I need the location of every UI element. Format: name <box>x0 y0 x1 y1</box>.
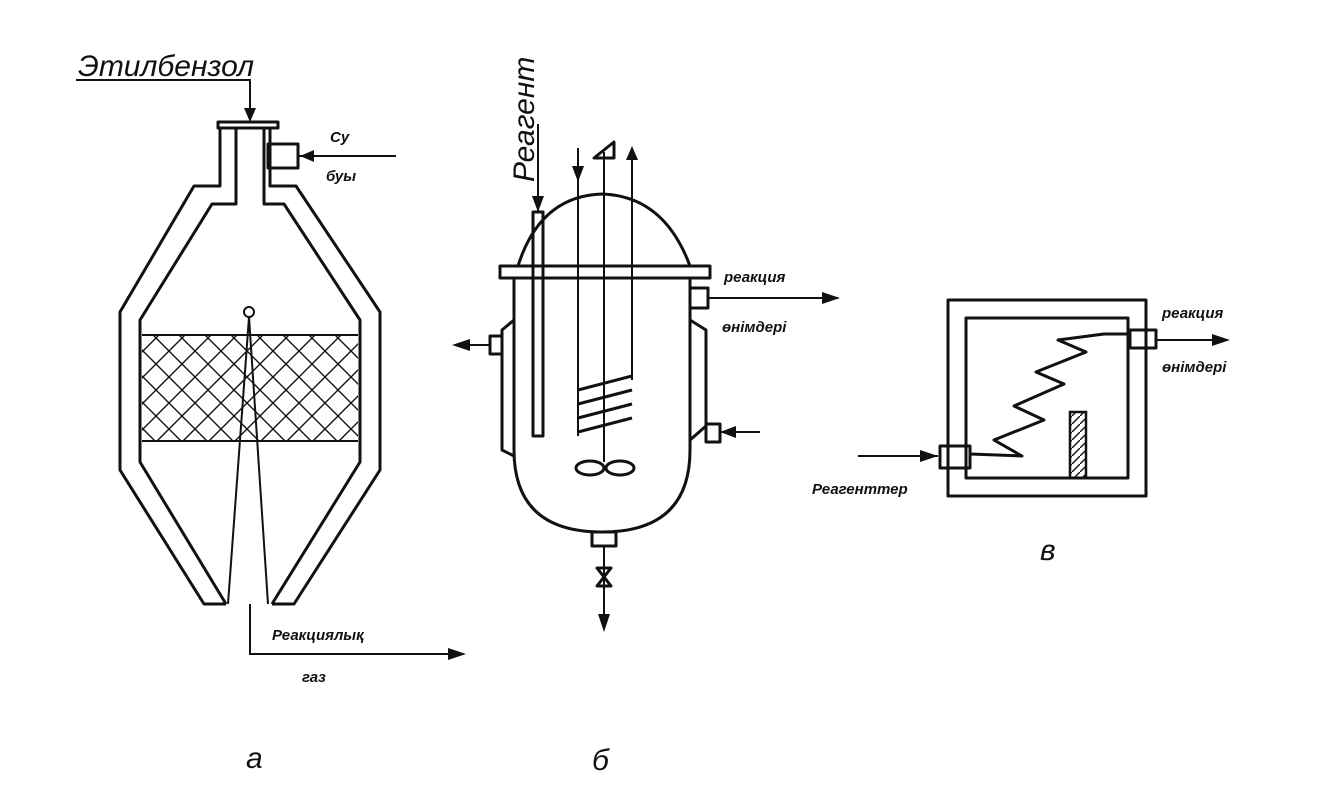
thermocouple-icon <box>243 306 255 318</box>
reactor-body <box>512 278 692 534</box>
output-arrow-icon <box>448 648 466 660</box>
reagents-label: Реагенттер <box>812 481 908 498</box>
central-tube <box>227 316 269 605</box>
product-arrow-c-icon <box>1212 334 1230 346</box>
product-label-2: өнімдері <box>722 319 787 336</box>
reactor-lid <box>516 192 692 267</box>
jacket-in-arrow-icon <box>720 426 736 438</box>
inner-shell <box>138 128 362 605</box>
outer-shell <box>118 128 382 606</box>
inlet-nozzle <box>938 444 972 470</box>
steam-label-1: Су <box>330 129 350 146</box>
product-arrow-icon <box>822 292 840 304</box>
jacket-out-nozzle <box>488 334 504 356</box>
coil-pipes <box>577 148 633 436</box>
steam-nozzle <box>266 142 300 170</box>
caption-a: а <box>246 742 263 775</box>
stirrer-pulley <box>592 140 616 160</box>
reagents-arrow-icon <box>920 450 938 462</box>
catalyst-bed <box>142 335 358 441</box>
drain-arrow-icon <box>598 614 610 632</box>
drain-nozzle <box>590 530 618 548</box>
burner-block <box>1068 410 1088 480</box>
furnace-inner <box>964 316 1130 480</box>
furnace-outer <box>946 298 1148 498</box>
reactor-b: Реагент реакция өнімдері <box>452 57 840 777</box>
top-flange <box>216 120 280 130</box>
coil-out-arrow-icon <box>626 146 638 160</box>
product-label-1: реакция <box>723 269 785 286</box>
outlet-nozzle <box>1128 328 1158 350</box>
output-label-1: Реакциялық <box>272 627 365 644</box>
heating-coil-c <box>969 332 1130 458</box>
reactor-a: Этилбензол Су буы Реакциялық газ а <box>76 50 466 775</box>
steam-arrow-icon <box>300 150 314 162</box>
product-label-c-1: реакция <box>1161 305 1223 322</box>
caption-b: б <box>592 744 610 777</box>
jacket-in-nozzle <box>704 422 722 444</box>
product-label-c-2: өнімдері <box>1162 359 1227 376</box>
impeller-blade-left <box>574 459 606 477</box>
feed-line <box>76 79 251 120</box>
impeller-blade-right <box>604 459 636 477</box>
reagent-arrow-icon <box>532 196 544 212</box>
caption-c: в <box>1040 534 1056 567</box>
reactor-c: Реагенттер реакция өнімдері в <box>812 298 1230 567</box>
reagent-pipe <box>531 210 545 438</box>
jacket-out-arrow-icon <box>452 339 470 351</box>
output-line <box>249 604 462 655</box>
coil-in-arrow-icon <box>572 166 584 182</box>
feed-arrow-icon <box>244 108 256 122</box>
output-label-2: газ <box>302 669 326 686</box>
reagent-label: Реагент <box>508 57 541 182</box>
product-nozzle <box>688 286 710 310</box>
reactor-jacket <box>500 318 708 458</box>
steam-label-2: буы <box>326 168 356 185</box>
feed-label: Этилбензол <box>78 50 254 83</box>
drain-valve-icon <box>595 566 613 588</box>
